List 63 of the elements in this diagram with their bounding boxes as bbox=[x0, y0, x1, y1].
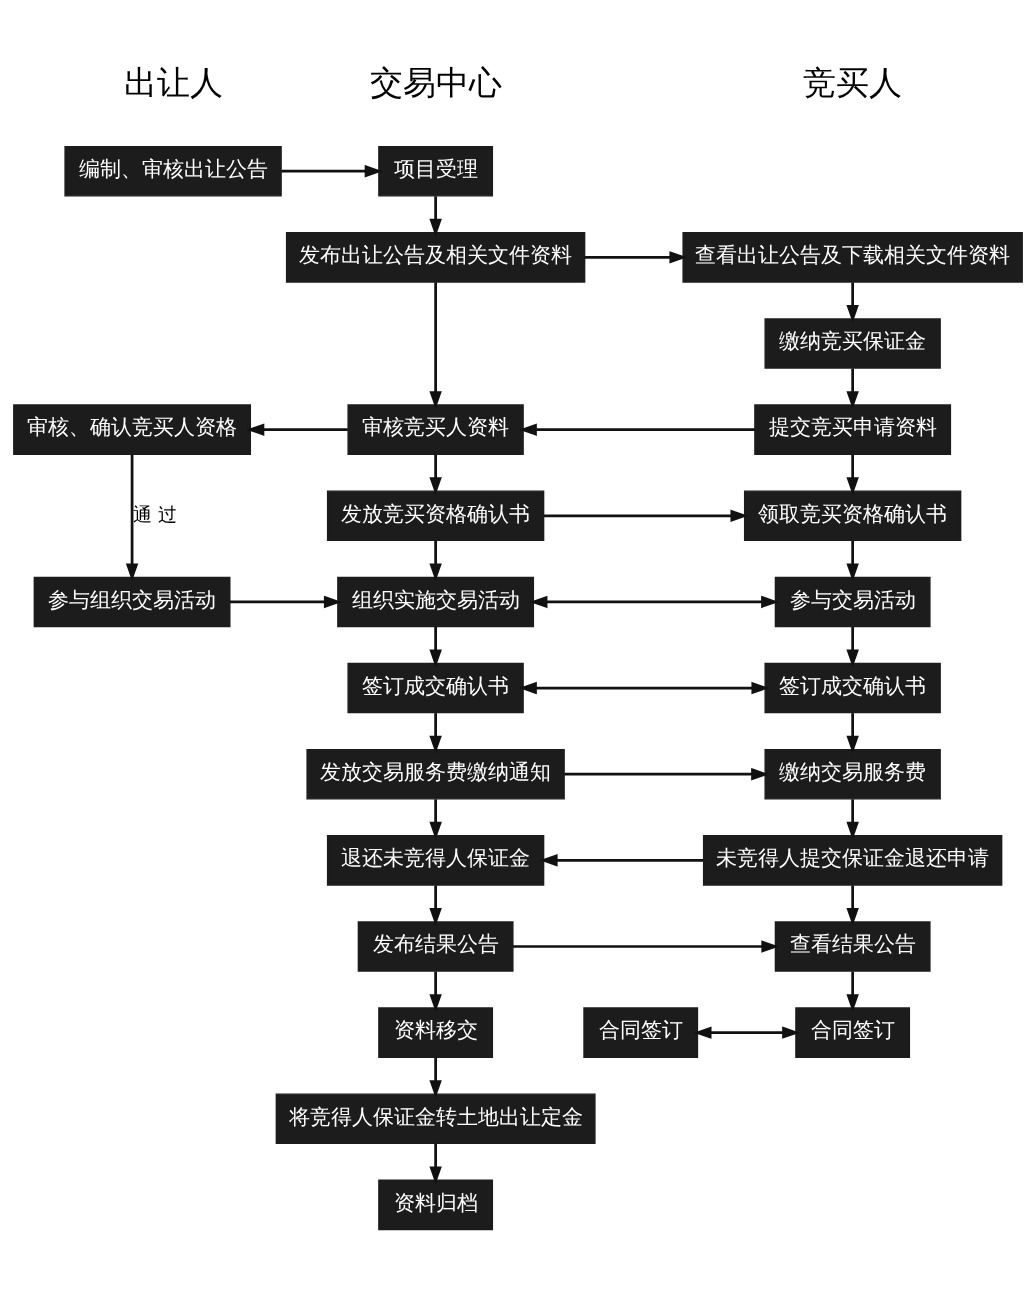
arrow bbox=[429, 282, 442, 410]
arrow bbox=[429, 971, 442, 1012]
arrow bbox=[846, 368, 859, 409]
arrow bbox=[519, 423, 755, 436]
node-box: 将竞得人保证金转土地出让定金 bbox=[275, 1093, 596, 1145]
node-box: 合同签订 bbox=[795, 1007, 911, 1058]
arrow bbox=[229, 595, 342, 609]
arrow bbox=[429, 196, 442, 237]
node-box: 参与交易活动 bbox=[774, 576, 931, 628]
label: 交易中心 bbox=[369, 63, 502, 102]
node-box: 签订成交确认书 bbox=[764, 662, 941, 714]
label: 出让人 bbox=[123, 63, 223, 102]
arrow bbox=[429, 1057, 442, 1099]
node-box: 发放竞买资格确认书 bbox=[326, 490, 545, 542]
node-box: 发放交易服务费缴纳通知 bbox=[306, 748, 565, 800]
arrow bbox=[846, 627, 859, 668]
node-box: 缴纳交易服务费 bbox=[764, 748, 941, 800]
arrow bbox=[543, 509, 749, 523]
edge-label: 通 过 bbox=[133, 502, 178, 526]
arrow bbox=[846, 799, 859, 840]
node-box: 签订成交确认书 bbox=[347, 662, 524, 714]
arrow bbox=[539, 854, 704, 867]
arrow bbox=[846, 971, 859, 1012]
arrow bbox=[429, 713, 442, 754]
arrow bbox=[846, 713, 859, 754]
arrow bbox=[693, 1026, 800, 1039]
node-box: 资料归档 bbox=[378, 1179, 494, 1231]
arrow bbox=[519, 681, 770, 695]
node-box: 发布出让公告及相关文件资料 bbox=[285, 232, 586, 283]
node-box: 组织实施交易活动 bbox=[337, 576, 535, 628]
arrow bbox=[429, 454, 442, 496]
arrow bbox=[281, 165, 383, 178]
arrow bbox=[429, 1143, 442, 1185]
node-box: 参与组织交易活动 bbox=[33, 576, 231, 628]
arrow bbox=[513, 940, 780, 953]
arrow bbox=[846, 454, 859, 496]
node-box: 项目受理 bbox=[378, 145, 494, 197]
arrow bbox=[846, 282, 859, 323]
node-box: 审核竞买人资料 bbox=[347, 404, 524, 455]
node-box: 审核、确认竞买人资格 bbox=[13, 404, 252, 455]
arrow bbox=[429, 627, 442, 668]
node-box: 合同签订 bbox=[583, 1007, 699, 1058]
node-box: 退还未竞得人保证金 bbox=[326, 835, 545, 886]
node-box: 领取竞买资格确认书 bbox=[743, 490, 962, 542]
node-box: 提交竞买申请资料 bbox=[754, 404, 952, 455]
arrow bbox=[125, 454, 139, 582]
arrow bbox=[429, 885, 442, 926]
arrow bbox=[429, 540, 442, 582]
node-box: 查看出让公告及下载相关文件资料 bbox=[682, 232, 1023, 283]
node-box: 未竞得人提交保证金退还申请 bbox=[702, 835, 1003, 886]
arrow bbox=[564, 767, 769, 781]
node-box: 编制、审核出让公告 bbox=[64, 145, 282, 197]
arrow bbox=[584, 251, 688, 264]
arrow bbox=[429, 799, 442, 840]
node-box: 资料移交 bbox=[378, 1007, 494, 1058]
arrow bbox=[846, 885, 859, 926]
node-box: 发布结果公告 bbox=[357, 921, 514, 972]
arrow bbox=[846, 540, 859, 582]
arrow bbox=[246, 423, 348, 436]
arrow bbox=[529, 595, 779, 609]
node-box: 查看结果公告 bbox=[774, 921, 931, 972]
label: 竞买人 bbox=[803, 63, 903, 102]
node-box: 缴纳竞买保证金 bbox=[764, 318, 941, 369]
